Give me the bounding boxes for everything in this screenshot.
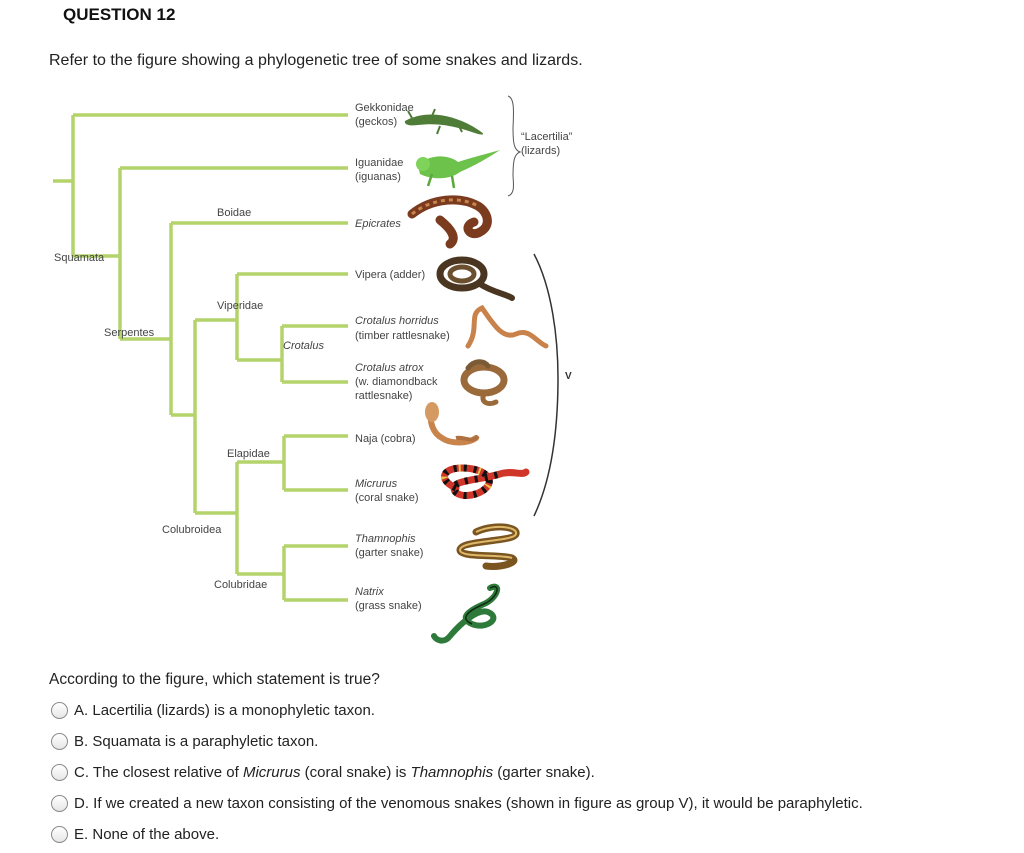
answer-option-a-text: A. Lacertilia (lizards) is a monophyleti… [74,701,375,719]
tree-branches [53,113,348,602]
radio-button-e[interactable] [51,825,68,843]
taxon-label-crotalus-atrox-common-2: rattlesnake) [355,390,412,402]
question-stem: According to the figure, which statement… [49,671,380,688]
phylogenetic-tree-figure: Squamata Serpentes Boidae Viperidae Crot… [40,88,600,660]
radio-button-c[interactable] [51,763,68,781]
radio-button-b[interactable] [51,732,68,750]
answer-option-d[interactable]: D. If we created a new taxon consisting … [51,792,863,814]
answer-option-b[interactable]: B. Squamata is a paraphyletic taxon. [51,730,318,752]
taxon-label-thamnophis: Thamnophis [355,533,416,545]
clade-label-squamata: Squamata [54,252,105,264]
clade-label-serpentes: Serpentes [104,327,155,339]
answer-option-b-text: B. Squamata is a paraphyletic taxon. [74,732,319,750]
question-prompt: Refer to the figure showing a phylogenet… [49,52,583,69]
answer-option-a[interactable]: A. Lacertilia (lizards) is a monophyleti… [51,699,375,721]
taxon-label-crotalus-atrox: Crotalus atrox [355,362,424,374]
answer-option-e[interactable]: E. None of the above. [51,823,219,845]
venomous-bracket [533,253,559,517]
answer-option-e-text: E. None of the above. [74,825,220,843]
coral-snake-illustration [441,464,530,499]
cobra-illustration [425,402,480,446]
taxon-label-naja: Naja (cobra) [355,433,416,445]
taxon-label-epicrates: Epicrates [355,218,401,230]
taxon-label-natrix: Natrix [355,586,384,598]
radio-button-a[interactable] [51,701,68,719]
taxon-label-vipera: Vipera (adder) [355,269,425,281]
taxon-label-natrix-common: (grass snake) [355,600,422,612]
radio-button-d[interactable] [51,794,68,812]
clade-label-colubroidea: Colubroidea [162,524,222,536]
timber-rattlesnake-illustration [465,304,549,349]
taxon-label-crotalus-horridus: Crotalus horridus [355,315,439,327]
group-label-v: V [565,371,572,382]
boa-illustration [407,195,492,249]
diamondback-illustration [460,359,508,407]
taxon-label-micrurus-common: (coral snake) [355,492,419,504]
garter-snake-illustration [456,523,520,570]
answer-option-c-text: C. The closest relative of Micrurus (cor… [74,763,595,781]
group-label-lizards: (lizards) [521,145,560,157]
answer-option-d-text: D. If we created a new taxon consisting … [74,794,863,812]
group-label-lacertilia: “Lacertilia” [521,131,573,143]
clade-label-boidae: Boidae [217,207,251,219]
iguana-illustration [416,150,500,189]
adder-illustration [436,256,515,301]
question-title: QUESTION 12 [63,5,176,24]
clade-label-elapidae: Elapidae [227,448,270,460]
answer-option-c[interactable]: C. The closest relative of Micrurus (cor… [51,761,595,783]
grass-snake-illustration [431,583,501,644]
clade-label-viperidae: Viperidae [217,300,263,312]
divider [0,37,1024,38]
taxon-label-thamnophis-common: (garter snake) [355,547,423,559]
clade-label-crotalus: Crotalus [283,340,324,352]
gecko-illustration [404,108,484,135]
taxon-label-iguanidae: Iguanidae [355,157,403,169]
taxon-label-gekkonidae: Gekkonidae [355,102,414,114]
taxon-label-micrurus: Micrurus [355,478,398,490]
taxon-label-crotalus-atrox-common: (w. diamondback [355,376,438,388]
taxon-label-crotalus-horridus-common: (timber rattlesnake) [355,330,450,342]
taxon-label-gekkonidae-common: (geckos) [355,116,397,128]
lacertilia-bracket [507,95,522,197]
taxon-label-iguanidae-common: (iguanas) [355,171,401,183]
clade-label-colubridae: Colubridae [214,579,267,591]
